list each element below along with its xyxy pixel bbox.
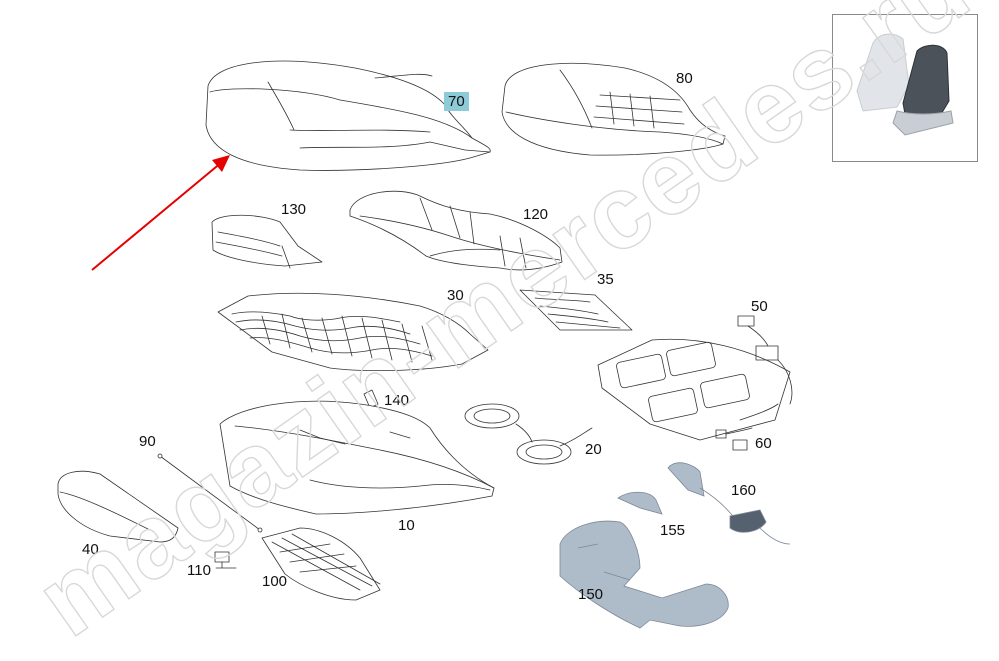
part-110-bolt[interactable] <box>214 551 237 569</box>
callout-130[interactable]: 130 <box>281 201 307 218</box>
seat-thumbnail-icon <box>856 33 954 136</box>
callout-50[interactable]: 50 <box>751 298 768 315</box>
callout-140[interactable]: 140 <box>384 392 410 409</box>
part-20-speakers[interactable] <box>464 403 593 465</box>
part-90-rod[interactable] <box>157 453 263 533</box>
callout-20[interactable]: 20 <box>585 441 602 458</box>
part-160-bracket[interactable] <box>667 462 791 545</box>
callout-80[interactable]: 80 <box>676 70 693 87</box>
callout-10[interactable]: 10 <box>398 517 415 534</box>
callout-90[interactable]: 90 <box>139 433 156 450</box>
part-80-seat-cover[interactable] <box>501 62 726 156</box>
callout-110[interactable]: 110 <box>187 562 211 579</box>
callout-155[interactable]: 155 <box>660 522 686 539</box>
seat-thumbnail <box>832 14 978 162</box>
callout-120[interactable]: 120 <box>523 206 549 223</box>
callout-150[interactable]: 150 <box>578 586 604 603</box>
part-70-seat-cover[interactable] <box>205 60 491 171</box>
part-140-clip[interactable] <box>363 389 379 409</box>
part-130-pad[interactable] <box>211 214 323 269</box>
callout-100[interactable]: 100 <box>262 573 288 590</box>
part-40-trim-pad[interactable] <box>57 470 179 543</box>
callout-160[interactable]: 160 <box>731 482 757 499</box>
part-150-side-panel[interactable] <box>559 520 729 629</box>
callout-35[interactable]: 35 <box>597 271 614 288</box>
part-35-heating-mat[interactable] <box>519 289 633 331</box>
part-120-seat-backing[interactable] <box>349 190 563 271</box>
part-60-connectors[interactable] <box>715 427 753 451</box>
callout-30[interactable]: 30 <box>447 287 464 304</box>
part-30-heating-mat[interactable] <box>217 292 489 372</box>
part-10-foam-cushion[interactable] <box>219 400 495 515</box>
part-50-massage-unit[interactable] <box>597 315 793 441</box>
part-155-trim-cover[interactable] <box>617 491 663 515</box>
callout-40[interactable]: 40 <box>82 541 99 558</box>
callout-70[interactable]: 70 <box>444 92 469 111</box>
pointer-arrow <box>91 155 230 271</box>
callout-60[interactable]: 60 <box>755 435 772 452</box>
part-100-seat-tray[interactable] <box>261 527 381 601</box>
